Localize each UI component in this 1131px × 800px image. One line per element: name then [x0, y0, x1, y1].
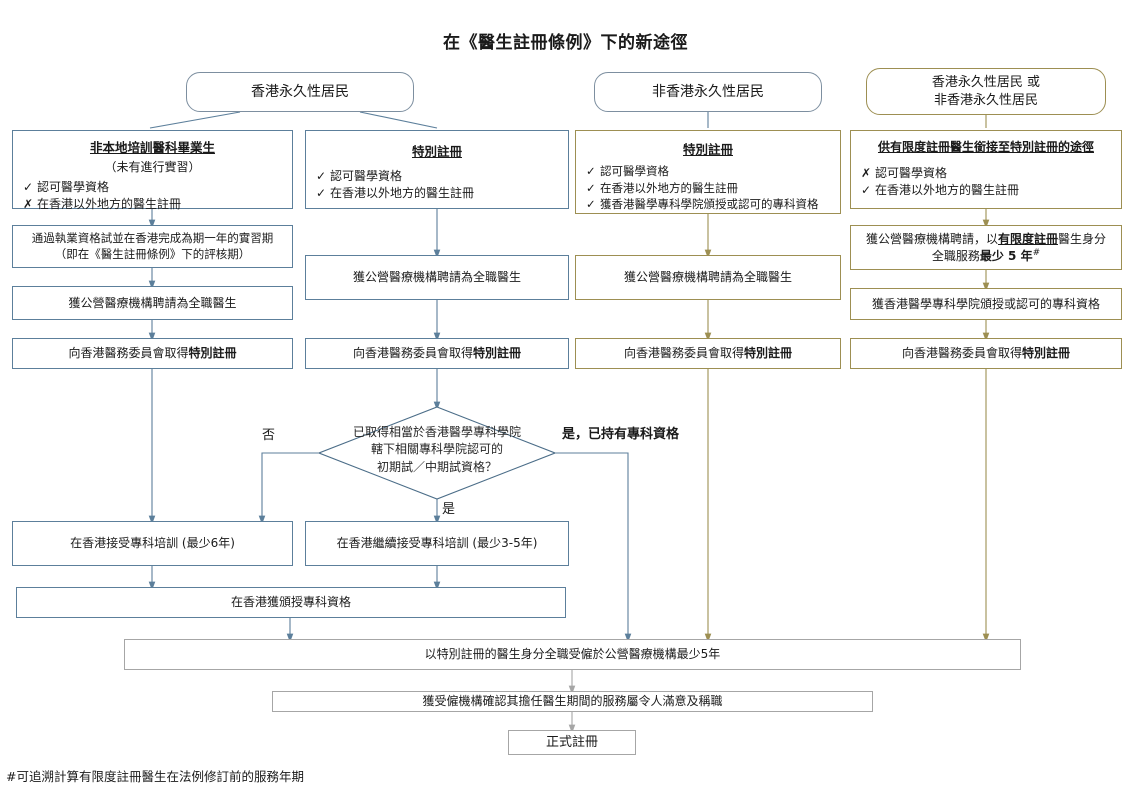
node-hkpr-or-non-hkpr-label-line1: 香港永久性居民 或: [931, 74, 1041, 90]
edge-label-yes-with-qualification: 是，已持有專科資格: [562, 427, 680, 442]
edge-label-yes: 是: [442, 502, 456, 517]
node-limited-to-special-pathway[interactable]: 供有限度註冊醫生銜接至特別註冊的途徑 ✗認可醫學資格 ✓在香港以外地方的醫生註冊: [850, 130, 1122, 209]
col4-special-reg-pre: 向香港醫務委員會取得: [901, 346, 1022, 361]
node-special-registration-col2[interactable]: 特別註冊 ✓認可醫學資格 ✓在香港以外地方的醫生註冊: [305, 130, 569, 209]
node-non-local-graduate-heading: 非本地培訓醫科畢業生: [89, 140, 215, 155]
training-full-label: 在香港接受專科培訓 (最少6年): [70, 536, 235, 551]
col4-limited-d: 全職服務: [931, 249, 980, 263]
decision-line1: 已取得相當於香港醫學專科學院: [352, 425, 521, 439]
criteria-item: ✓在香港以外地方的醫生註冊: [316, 185, 568, 202]
node-col2-public-employment[interactable]: 獲公營醫療機構聘請為全職醫生: [305, 255, 569, 300]
check-icon: ✓: [23, 180, 34, 194]
node-col4-specialist-qualification[interactable]: 獲香港醫學專科學院頒授或認可的專科資格: [850, 288, 1122, 320]
cross-icon: ✗: [861, 166, 872, 180]
col2-employment-label: 獲公營醫療機構聘請為全職醫生: [352, 270, 521, 285]
node-col4-limited-registration-service[interactable]: 獲公營醫療機構聘請，以有限度註冊醫生身分 全職服務最少 5 年#: [850, 225, 1122, 270]
final-service-label: 以特別註冊的醫生身分全職受僱於公營醫療機構最少5年: [424, 647, 721, 662]
node-specialist-training-continue[interactable]: 在香港繼續接受專科培訓 (最少3-5年): [305, 521, 569, 566]
node-non-local-graduate-subheading: （未有進行實習）: [104, 160, 201, 174]
final-confirmation-label: 獲受僱機構確認其擔任醫生期間的服務屬令人滿意及稱職: [422, 694, 723, 709]
decision-line3: 初期試／中期試資格？: [376, 459, 497, 474]
criteria-item: ✗認可醫學資格: [861, 165, 1121, 182]
node-col3-public-employment[interactable]: 獲公營醫療機構聘請為全職醫生: [575, 255, 841, 300]
criteria-item: ✗在香港以外地方的醫生註冊: [23, 196, 292, 213]
decision-line2: 轄下相關專科學院認可的: [370, 442, 503, 457]
col1-special-reg-bold: 特別註冊: [188, 346, 237, 361]
node-col4-obtain-special-registration[interactable]: 向香港醫務委員會取得特別註冊: [850, 338, 1122, 369]
col3-employment-label: 獲公營醫療機構聘請為全職醫生: [623, 270, 792, 285]
node-non-local-graduate[interactable]: 非本地培訓醫科畢業生 （未有進行實習） ✓認可醫學資格 ✗在香港以外地方的醫生註…: [12, 130, 293, 211]
criteria-item: ✓在香港以外地方的醫生註冊: [861, 182, 1121, 199]
check-icon: ✓: [316, 169, 327, 183]
node-hk-permanent-resident[interactable]: 香港永久性居民: [186, 72, 414, 112]
check-icon: ✓: [861, 183, 872, 198]
cross-icon: ✗: [23, 197, 34, 212]
criteria-item: ✓認可醫學資格: [316, 168, 568, 185]
col3-special-reg-pre: 向香港醫務委員會取得: [623, 346, 744, 361]
decision-diamond-text: 已取得相當於香港醫學專科學院 轄下相關專科學院認可的 初期試／中期試資格？: [318, 424, 556, 476]
licensing-line1: 通過執業資格試並在香港完成為期一年的實習期: [31, 230, 274, 245]
footnote-marker: #: [1032, 248, 1041, 258]
node-non-hk-permanent-resident-label: 非香港永久性居民: [652, 83, 764, 100]
page-title: 在《醫生註冊條例》下的新途徑: [443, 33, 688, 53]
col4-limited-c: 醫生身分: [1058, 231, 1107, 246]
col1-employment-label: 獲公營醫療機構聘請為全職醫生: [68, 295, 237, 310]
check-icon: ✓: [586, 164, 596, 178]
node-non-hk-permanent-resident[interactable]: 非香港永久性居民: [594, 72, 822, 112]
training-continue-label: 在香港繼續接受專科培訓 (最少3-5年): [336, 536, 538, 551]
criteria-item: ✓獲香港醫學專科學院頒授或認可的專科資格: [586, 197, 819, 212]
node-special-registration-col3[interactable]: 特別註冊 ✓認可醫學資格 ✓在香港以外地方的醫生註冊 ✓獲香港醫學專科學院頒授或…: [575, 130, 841, 214]
node-col1-obtain-special-registration[interactable]: 向香港醫務委員會取得特別註冊: [12, 338, 293, 369]
licensing-line2: （即在《醫生註冊條例》下的評核期）: [54, 246, 251, 261]
training-award-label: 在香港獲頒授專科資格: [230, 595, 351, 610]
node-hkpr-or-non-hkpr[interactable]: 香港永久性居民 或 非香港永久性居民: [866, 68, 1106, 115]
criteria-item: ✓在香港以外地方的醫生註冊: [586, 180, 738, 195]
node-final-service-requirement[interactable]: 以特別註冊的醫生身分全職受僱於公營醫療機構最少5年: [124, 639, 1021, 670]
node-limited-to-special-pathway-heading: 供有限度註冊醫生銜接至特別註冊的途徑: [877, 140, 1094, 154]
col4-special-reg-bold: 特別註冊: [1022, 346, 1071, 361]
node-special-registration-col3-heading: 特別註冊: [682, 142, 733, 157]
decision-diamond-shape[interactable]: [318, 406, 556, 500]
check-icon: ✓: [316, 186, 327, 201]
node-specialist-training-full[interactable]: 在香港接受專科培訓 (最少6年): [12, 521, 293, 566]
node-hk-permanent-resident-label: 香港永久性居民: [251, 83, 349, 100]
final-full-registration-label: 正式註冊: [545, 734, 598, 750]
col4-limited-b: 有限度註冊: [997, 231, 1058, 246]
node-licensing-exam-internship[interactable]: 通過執業資格試並在香港完成為期一年的實習期 （即在《醫生註冊條例》下的評核期）: [12, 225, 293, 268]
node-employer-confirmation[interactable]: 獲受僱機構確認其擔任醫生期間的服務屬令人滿意及稱職: [272, 691, 873, 712]
col4-specialist-label: 獲香港醫學專科學院頒授或認可的專科資格: [871, 296, 1100, 311]
col3-special-reg-bold: 特別註冊: [744, 346, 793, 361]
col4-limited-a: 獲公營醫療機構聘請，以: [865, 231, 998, 246]
edge-label-no: 否: [262, 428, 276, 443]
node-col2-obtain-special-registration[interactable]: 向香港醫務委員會取得特別註冊: [305, 338, 569, 369]
col4-limited-e: 最少 5 年: [979, 249, 1033, 263]
node-col3-obtain-special-registration[interactable]: 向香港醫務委員會取得特別註冊: [575, 338, 841, 369]
node-col1-public-employment[interactable]: 獲公營醫療機構聘請為全職醫生: [12, 286, 293, 320]
footnote-text: #可追溯計算有限度註冊醫生在法例修訂前的服務年期: [6, 769, 304, 784]
col2-special-reg-bold: 特別註冊: [473, 346, 522, 361]
criteria-item: ✓認可醫學資格: [586, 164, 669, 178]
check-icon: ✓: [586, 197, 596, 212]
node-specialist-qualification-awarded[interactable]: 在香港獲頒授專科資格: [16, 587, 566, 618]
criteria-item: ✓認可醫學資格: [23, 179, 292, 196]
node-special-registration-col2-heading: 特別註冊: [411, 144, 462, 159]
node-hkpr-or-non-hkpr-label-line2: 非香港永久性居民: [933, 92, 1038, 108]
check-icon: ✓: [586, 180, 596, 195]
col1-special-reg-pre: 向香港醫務委員會取得: [68, 346, 189, 361]
node-full-registration[interactable]: 正式註冊: [508, 730, 636, 755]
col2-special-reg-pre: 向香港醫務委員會取得: [352, 346, 473, 361]
